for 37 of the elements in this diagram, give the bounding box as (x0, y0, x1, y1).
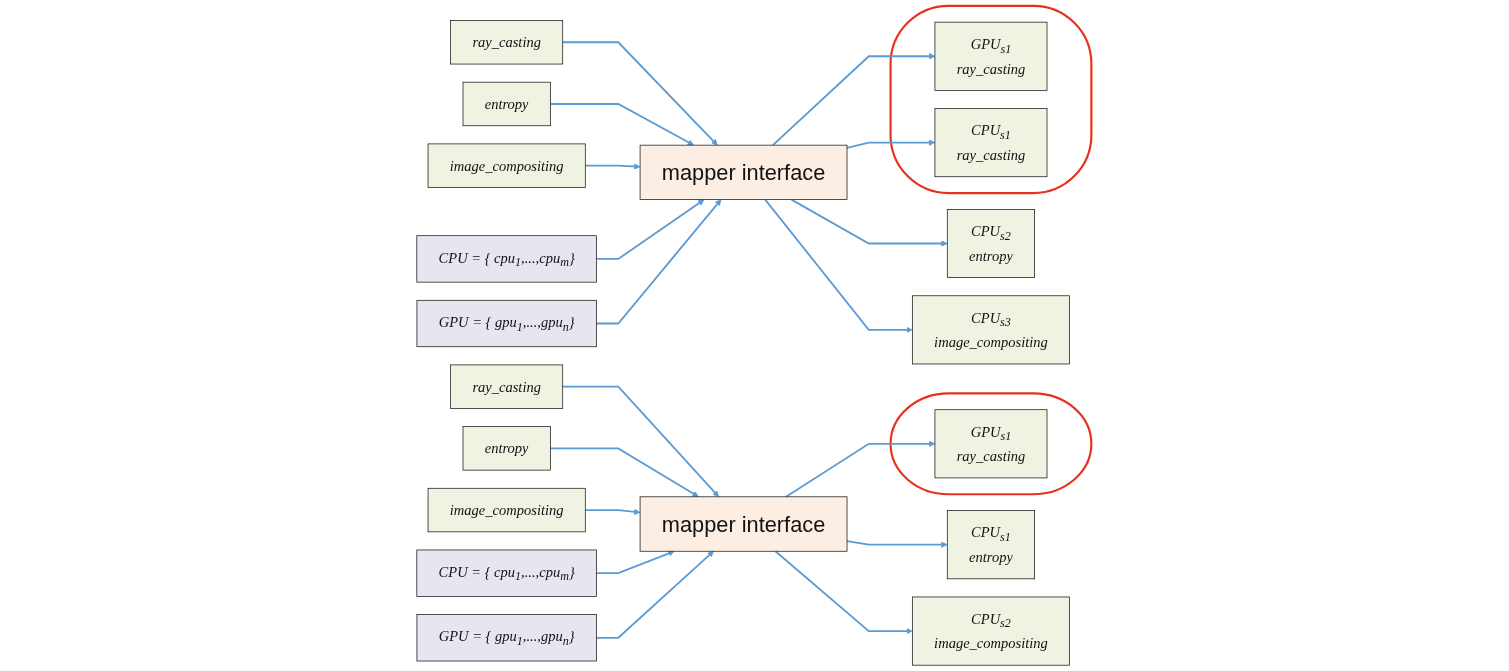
cluster (889, 392, 1093, 496)
node-box: CPU = { cpu$_{1}$,...,cpu$_{m}$} (416, 549, 598, 597)
node-box: entropy (463, 81, 552, 127)
node-box: CPU$_{s3}$ image_compositing (912, 295, 1071, 365)
arrow (846, 139, 936, 149)
arrow (596, 199, 705, 260)
node-box: image_compositing (428, 143, 587, 188)
node-box: GPU = { gpu$_{1}$,...,gpu$_{n}$} (416, 299, 598, 348)
arrow (562, 385, 720, 498)
node-box: mapper interface (640, 144, 848, 200)
node-box: GPU$_{s1}$ ray_casting (934, 21, 1048, 91)
arrow (549, 447, 700, 498)
arrow (549, 103, 695, 146)
node-box: CPU$_{s2}$ entropy (947, 209, 1036, 278)
node-box: CPU$_{s1}$ ray_casting (934, 108, 1048, 178)
node-box: ray_casting (450, 364, 564, 409)
arrow (584, 163, 641, 170)
arrow (785, 440, 936, 498)
node-box: ray_casting (450, 20, 564, 65)
node-box: CPU = { cpu$_{1}$,...,cpu$_{m}$} (416, 235, 598, 283)
arrow (764, 198, 914, 334)
node-box: CPU$_{s1}$ entropy (947, 510, 1036, 580)
node-box: mapper interface (640, 496, 848, 552)
node-box: entropy (463, 426, 552, 471)
node-box: image_compositing (428, 487, 587, 533)
arrow (595, 550, 715, 639)
cluster (889, 4, 1093, 195)
node-box: CPU$_{s2}$ image_compositing (912, 596, 1071, 666)
arrow (584, 508, 641, 515)
arrow (846, 540, 948, 548)
arrow (772, 53, 936, 147)
node-box: GPU = { gpu$_{1}$,...,gpu$_{n}$} (416, 614, 598, 662)
arrow (596, 550, 675, 575)
arrow (595, 199, 722, 325)
arrow (790, 198, 948, 247)
node-box: GPU$_{s1}$ ray_casting (934, 409, 1048, 479)
arrow (562, 41, 719, 146)
